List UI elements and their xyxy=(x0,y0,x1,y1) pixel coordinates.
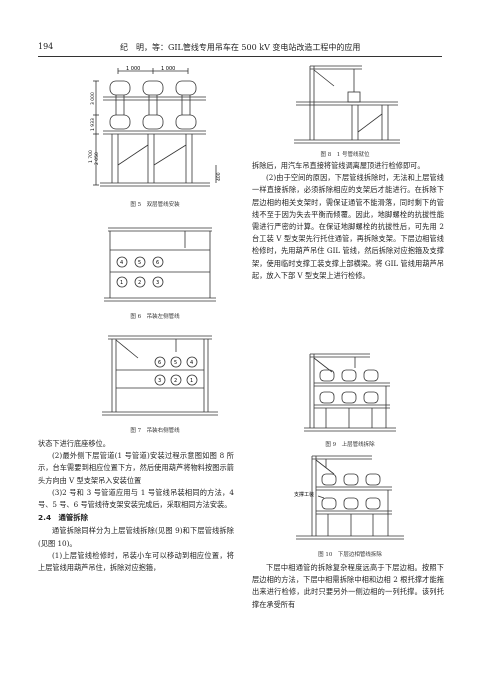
right-para-1: 拆除后，用汽车吊直接将管线调离屋顶进行检修即可。 xyxy=(252,161,425,170)
fig7-pipe-1: 1 xyxy=(190,378,193,384)
fig6-pipe-6: 6 xyxy=(156,260,159,266)
fig10-support-label: 支撑工装 xyxy=(294,491,314,498)
figure-6-drawing: 4 5 6 1 2 3 xyxy=(104,227,216,302)
fig7-pipe-4: 4 xyxy=(190,360,193,366)
fig5-dim-right: 400 xyxy=(216,172,222,181)
figure-10-drawing: 支撑工装 xyxy=(294,455,404,540)
header-rule xyxy=(38,56,442,57)
fig5-dim-v3: 1 700 xyxy=(88,150,94,163)
fig7-pipe-2: 2 xyxy=(174,378,177,384)
left-para-4: 通管拆除同样分为上层管线拆除(见图 9)和下层管线拆除(见图 10)。 xyxy=(38,526,234,548)
figure-7-caption: 图 7 吊装右侧管线 xyxy=(130,428,180,434)
fig5-dim-top-left: 1 000 xyxy=(126,66,140,72)
left-para-2: (2)最外侧下层管道(1 号管道)安装过程示意图如图 8 所示，台车需要到相应位… xyxy=(38,451,234,485)
fig6-pipe-2: 2 xyxy=(138,280,141,286)
left-para-5: (1)上层管线检修时，吊装小车可以移动到相应位置，将上层管线用葫芦吊住，拆除对应… xyxy=(38,550,234,573)
figure-9-drawing xyxy=(304,353,396,432)
left-column-text: 状态下进行底座移位。 (2)最外侧下层管道(1 号管道)安装过程示意图如图 8 … xyxy=(38,438,234,574)
figure-5-drawing: 1 000 1 000 3 000 1 933 1 700 2 050 400 xyxy=(88,66,222,187)
figure-9-caption: 图 9 上层管线拆除 xyxy=(325,442,375,448)
figure-8-drawing xyxy=(294,65,400,144)
fig6-pipe-1: 1 xyxy=(120,280,123,286)
fig7-pipe-6: 6 xyxy=(158,360,161,366)
figure-10-caption: 图 10 下层边相管线拆除 xyxy=(318,552,382,558)
figure-5-caption: 图 5 双层管线安装 xyxy=(130,202,180,208)
page-number: 194 xyxy=(38,42,54,51)
running-title: 纪 明，等：GIL管线专用吊车在 500 kV 变电站改造工程中的应用 xyxy=(120,43,361,52)
fig6-pipe-3: 3 xyxy=(156,280,159,286)
fig6-pipe-5: 5 xyxy=(138,260,141,266)
right-column-upper-text: 拆除后，用汽车吊直接将管线调离屋顶进行检修即可。 (2)由于空间的原因，下层管线… xyxy=(252,160,444,282)
right-para-2: (2)由于空间的原因，下层管线拆除时，无法和上层管线一样直接拆除，必须拆除相应的… xyxy=(252,173,444,280)
fig7-pipe-3: 3 xyxy=(158,378,161,384)
fig7-pipe-5: 5 xyxy=(174,360,177,366)
fig5-dim-v1: 3 000 xyxy=(90,92,96,105)
fig5-dim-v2: 1 933 xyxy=(90,118,96,131)
fig5-dim-v4: 2 050 xyxy=(94,152,100,165)
figure-8-caption: 图 8 1 号管线就位 xyxy=(320,152,370,158)
figure-6-caption: 图 6 吊装左侧管线 xyxy=(130,314,180,320)
figure-7-drawing: 6 5 4 3 2 1 xyxy=(102,335,218,416)
fig6-pipe-4: 4 xyxy=(120,260,123,266)
right-para-3: 下层中相通管的拆除复杂程度远高于下层边相。按照下层边相的方法，下层中相需拆除中相… xyxy=(252,563,444,609)
left-para-1: 状态下进行底座移位。 xyxy=(38,439,110,448)
left-para-3: (3)2 号和 3 号管道应用与 1 号管线吊装相同的方法，4 号、5 号、6 … xyxy=(38,487,234,510)
fig5-dim-top-right: 1 000 xyxy=(161,66,175,72)
section-heading-2-4: 2.4 通管拆除 xyxy=(38,513,89,523)
right-column-lower-text: 下层中相通管的拆除复杂程度远高于下层边相。按照下层边相的方法，下层中相需拆除中相… xyxy=(252,562,444,611)
